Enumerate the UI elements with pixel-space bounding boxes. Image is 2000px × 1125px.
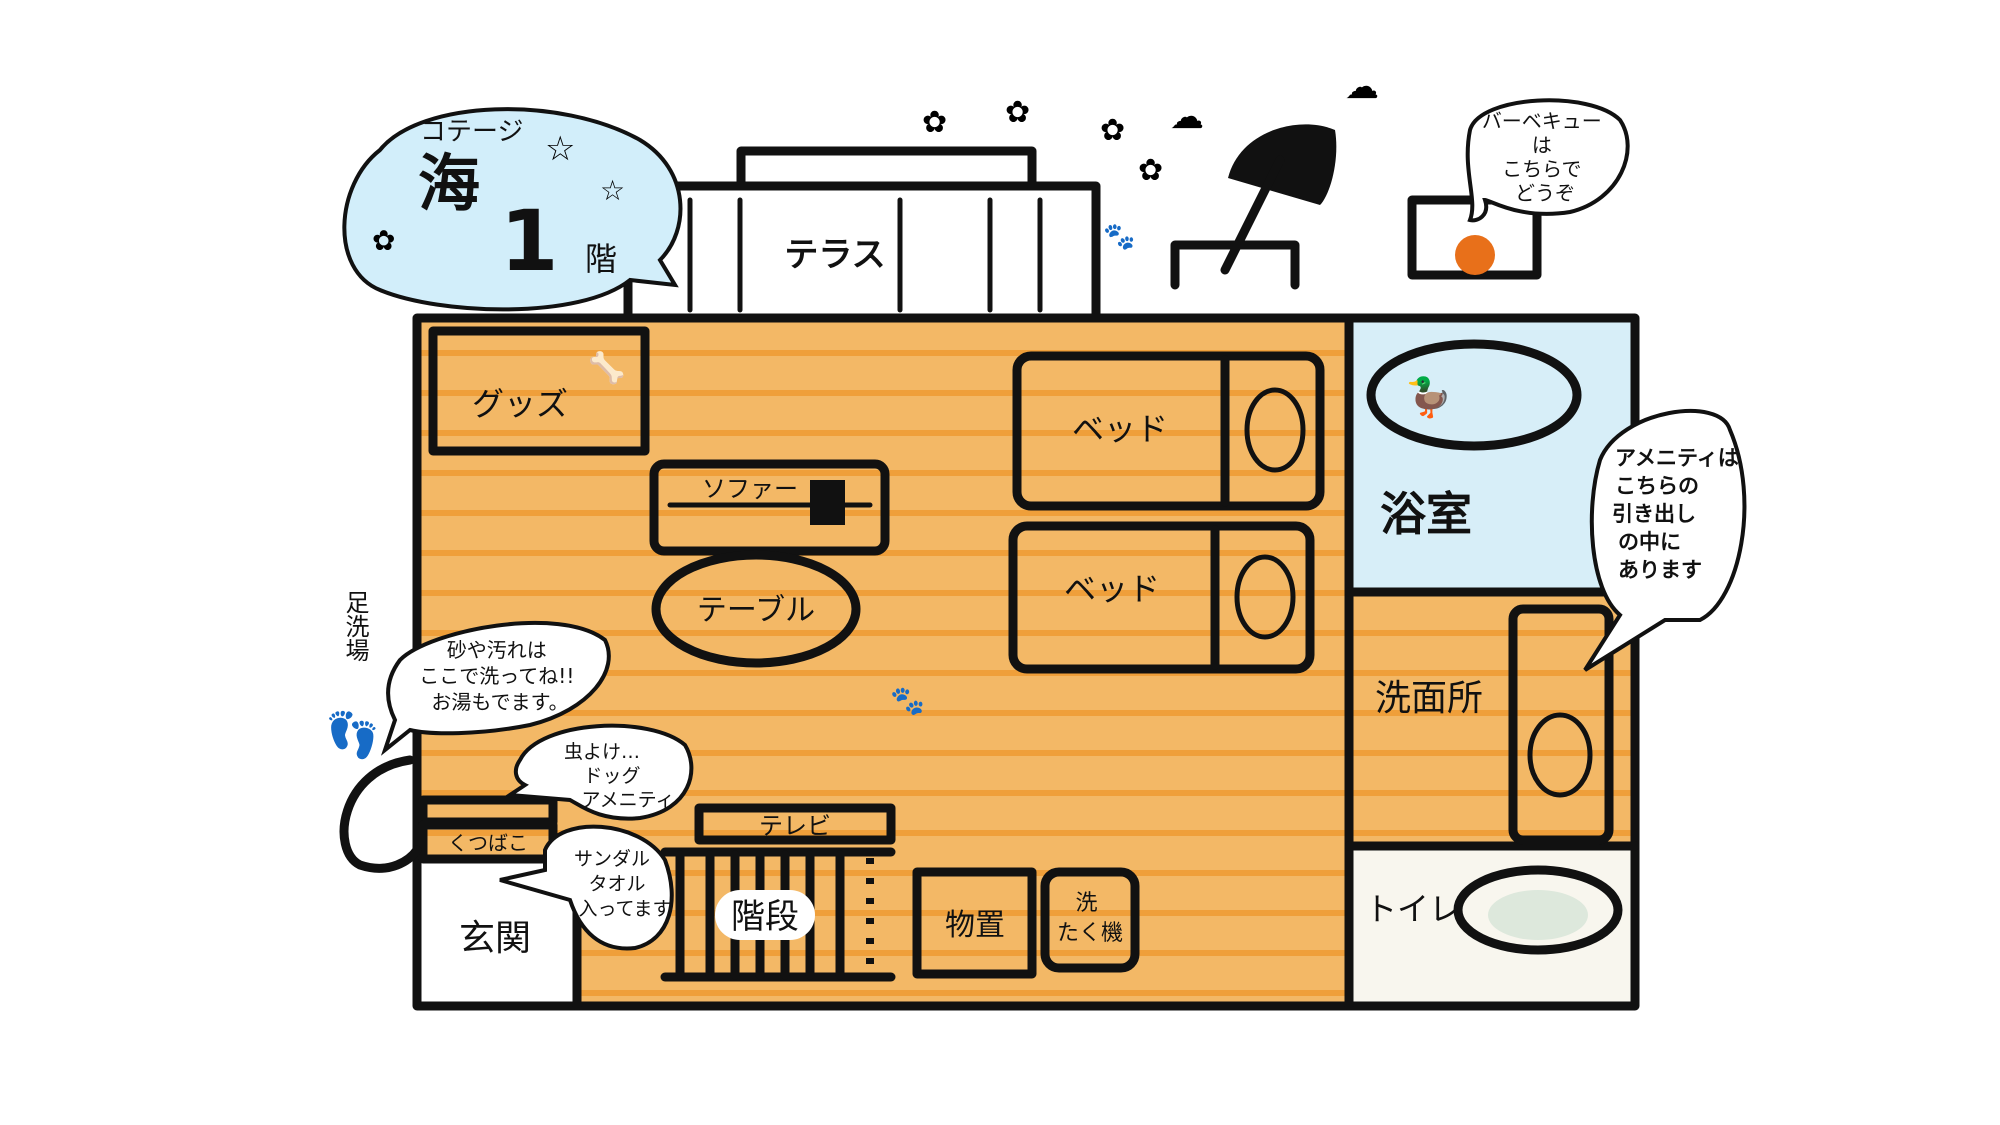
paw-print-icon: 🐾 xyxy=(1103,222,1135,252)
foot-wash-label: 足洗場 xyxy=(341,590,369,662)
cloud-icon: ☁ xyxy=(1170,97,1204,137)
shoe-box-label: くつばこ xyxy=(448,831,528,855)
sandal-towel-bubble: サンダル タオル 入ってます xyxy=(499,824,674,951)
bed: ベッド xyxy=(1008,521,1315,674)
storage-label: 物置 xyxy=(945,908,1005,943)
title-bubble: コテージ 海 1 階 ☆ ☆ ✿ xyxy=(342,107,683,312)
svg-text:サンダル タオル 入ってます: サンダル タオル 入ってます xyxy=(574,848,672,920)
washroom-label: 洗面所 xyxy=(1375,678,1483,719)
footprint-icon: 👣 xyxy=(325,708,380,761)
cloud-icon: ☁ xyxy=(1345,67,1379,107)
table: テーブル xyxy=(651,550,861,668)
svg-text:アメニティは こちらの 引き出し: アメニティは こちらの 引き出し の中に あります xyxy=(1612,446,1746,582)
bed-label: ベッド xyxy=(1064,570,1160,608)
flower-icon: ✿ xyxy=(922,105,947,140)
sofa-label: ソファー xyxy=(702,475,798,503)
flower-icon: ✿ xyxy=(1100,113,1125,148)
insect-repellent-bubble: 虫よけ… ドッグ アメニティ xyxy=(504,723,694,821)
beach-umbrella-icon xyxy=(1170,124,1337,290)
foot-wash-bubble: 砂や汚れは ここで洗ってね!! お湯もでます。 xyxy=(380,621,611,756)
bath-label: 浴室 xyxy=(1380,487,1472,541)
bone-icon: 🦴 xyxy=(588,349,625,386)
title-cottage: コテージ xyxy=(420,117,523,147)
star-icon: ☆ xyxy=(600,174,625,207)
terrace-label: テラス xyxy=(784,235,885,275)
amenity-bubble: アメニティは こちらの 引き出し の中に あります xyxy=(1583,408,1747,672)
svg-text:砂や汚れは ここで洗ってね!! お湯: 砂や汚れは ここで洗ってね!! お湯もでます。 xyxy=(419,638,580,714)
foot-wash: 足洗場 👣 xyxy=(325,590,422,873)
bathtub: 🦆 xyxy=(1366,339,1582,451)
washer-label: 洗 たく機 xyxy=(1057,891,1123,946)
fish-icon: ✿ xyxy=(372,224,395,257)
table-label: テーブル xyxy=(697,593,815,628)
goods-shelf: グッズ 🦴 xyxy=(428,326,650,456)
flower-icon: ✿ xyxy=(1005,95,1030,130)
svg-text:虫よけ… ドッグ アメニティ: 虫よけ… ドッグ アメニティ xyxy=(564,741,674,811)
bbq-bubble xyxy=(1465,98,1630,223)
title-floor-number: 1 xyxy=(500,192,558,290)
outdoor-decor: ✿ ✿ ✿ ✿ ☁ ☁ 🐾 バーベキュー は こちらで どうぞ xyxy=(922,67,1630,290)
washing-machine: 洗 たく機 xyxy=(1040,867,1140,973)
bed: ベッド xyxy=(1012,351,1325,511)
toilet-label: トイレ xyxy=(1365,890,1461,928)
stairs-label: 階段 xyxy=(731,897,799,937)
goods-label: グッズ xyxy=(472,385,568,423)
bed-label: ベッド xyxy=(1072,410,1168,448)
title-sea: 海 xyxy=(418,147,480,220)
star-icon: ☆ xyxy=(545,129,575,169)
shoe-box: くつばこ xyxy=(418,795,558,864)
paw-print-icon: 🐾 xyxy=(890,684,925,717)
toilet xyxy=(1453,865,1623,955)
rubber-duck-icon: 🦆 xyxy=(1405,375,1452,420)
bbq-bubble-text: バーベキュー は こちらで どうぞ xyxy=(1482,109,1608,205)
storage: 物置 xyxy=(912,867,1037,979)
title-floor-suffix: 階 xyxy=(585,240,617,278)
vanity-drawer xyxy=(1508,604,1614,845)
entrance-label: 玄関 xyxy=(459,918,531,959)
tv-label: テレビ xyxy=(759,812,831,840)
tv: テレビ xyxy=(694,803,896,845)
stairs: 階段 xyxy=(660,847,896,982)
flower-icon: ✿ xyxy=(1138,153,1163,188)
terrace: テラス xyxy=(623,146,1101,323)
